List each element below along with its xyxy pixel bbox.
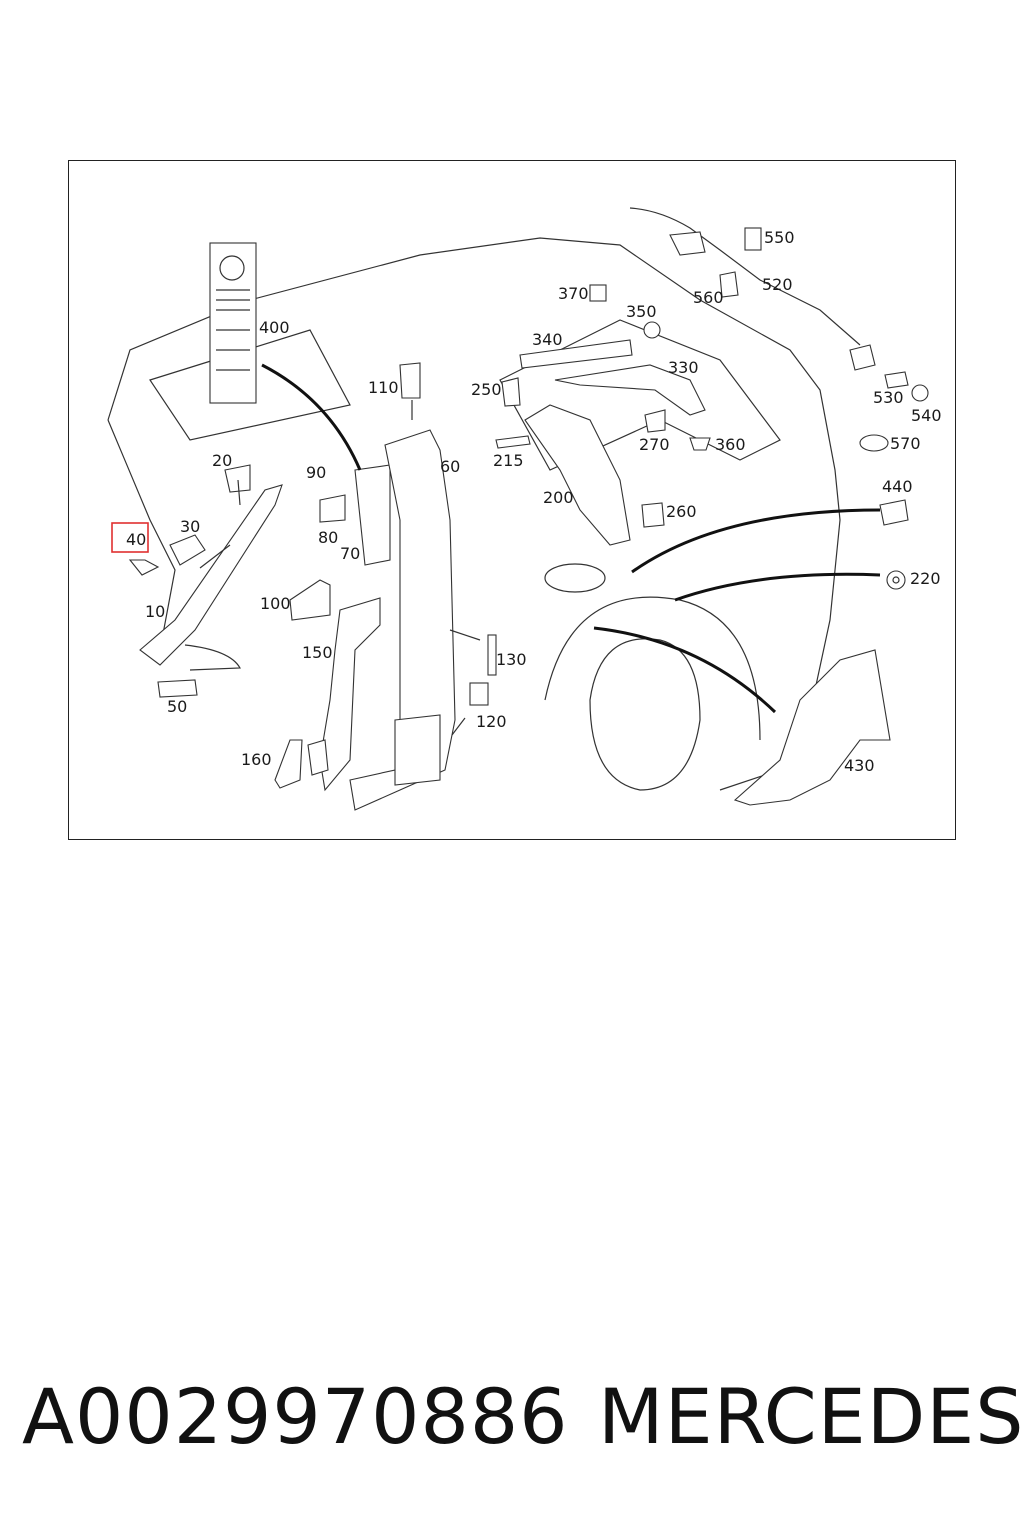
callout-330[interactable]: 330	[668, 358, 699, 377]
diagram-frame	[68, 160, 956, 840]
callout-220[interactable]: 220	[910, 569, 941, 588]
callout-120[interactable]: 120	[476, 712, 507, 731]
callout-550[interactable]: 550	[764, 228, 795, 247]
callout-350[interactable]: 350	[626, 302, 657, 321]
rear-trim-parts	[629, 207, 929, 806]
callout-560[interactable]: 560	[693, 288, 724, 307]
callout-100[interactable]: 100	[260, 594, 291, 613]
leader-lines	[199, 400, 481, 736]
callout-340[interactable]: 340	[532, 330, 563, 349]
callout-60[interactable]: 60	[440, 457, 460, 476]
callout-200[interactable]: 200	[543, 488, 574, 507]
callout-90[interactable]: 90	[306, 463, 326, 482]
highlight-box-40	[111, 522, 149, 553]
a-pillar-trim-part	[128, 464, 283, 698]
callout-270[interactable]: 270	[639, 435, 670, 454]
b-pillar-trim-part	[319, 362, 456, 811]
callout-40[interactable]: 40	[126, 530, 146, 549]
warning-label-part	[209, 242, 257, 404]
small-clip-parts	[469, 634, 497, 706]
callout-10[interactable]: 10	[145, 602, 165, 621]
callout-570[interactable]: 570	[890, 434, 921, 453]
brand-name: MERCEDES	[598, 1372, 1024, 1461]
callout-250[interactable]: 250	[471, 380, 502, 399]
callout-130[interactable]: 130	[496, 650, 527, 669]
callout-540[interactable]: 540	[911, 406, 942, 425]
callout-110[interactable]: 110	[368, 378, 399, 397]
callout-400[interactable]: 400	[259, 318, 290, 337]
callout-labels: 40 10 20 30 50 60 70 80 90 100 110 120 1…	[111, 228, 942, 775]
callout-215[interactable]: 215	[493, 451, 524, 470]
callout-80[interactable]: 80	[318, 528, 338, 547]
callout-260[interactable]: 260	[666, 502, 697, 521]
callout-370[interactable]: 370	[558, 284, 589, 303]
callout-50[interactable]: 50	[167, 697, 187, 716]
callout-440[interactable]: 440	[882, 477, 913, 496]
callout-160[interactable]: 160	[241, 750, 272, 769]
callout-520[interactable]: 520	[762, 275, 793, 294]
callout-530[interactable]: 530	[873, 388, 904, 407]
callout-430[interactable]: 430	[844, 756, 875, 775]
assembly-arrows	[261, 363, 881, 714]
part-number: A0029970886	[22, 1372, 569, 1461]
c-pillar-trim-parts	[495, 284, 711, 546]
callout-20[interactable]: 20	[212, 451, 232, 470]
callout-30[interactable]: 30	[180, 517, 200, 536]
callout-360[interactable]: 360	[715, 435, 746, 454]
callout-70[interactable]: 70	[340, 544, 360, 563]
lower-trim-parts	[274, 579, 381, 792]
callout-150[interactable]: 150	[302, 643, 333, 662]
